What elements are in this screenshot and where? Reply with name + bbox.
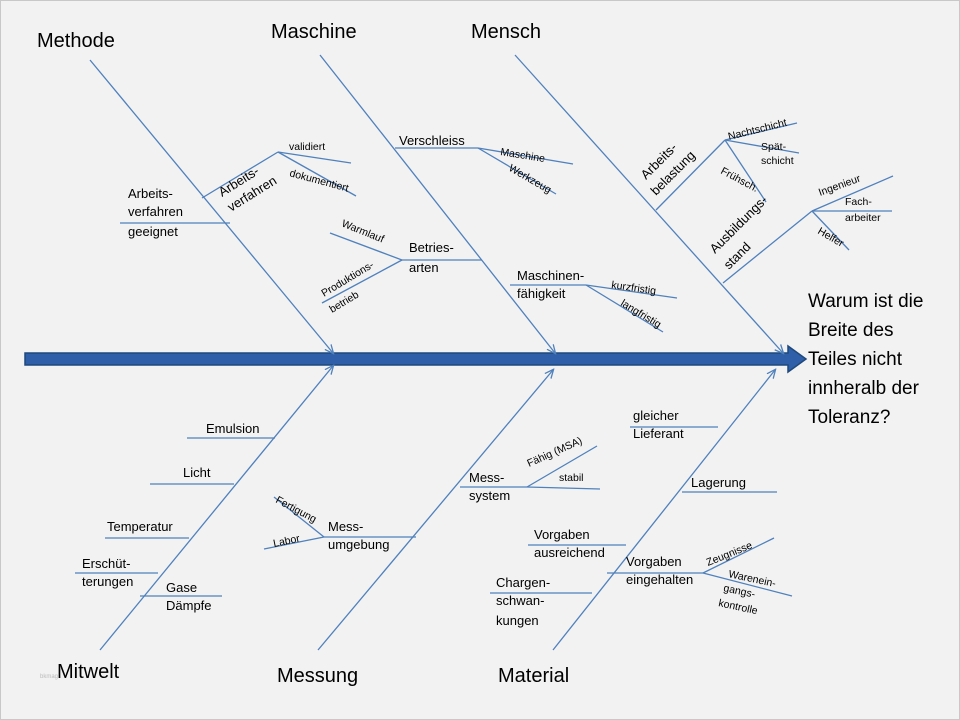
cause-maschine-sub: Maschine <box>500 146 546 165</box>
effect-line: Teiles nicht <box>808 349 903 370</box>
cause-nachtschicht: Nachtschicht <box>727 117 788 143</box>
cause-emulsion: Emulsion <box>206 421 259 436</box>
branch-zeugnisse <box>702 537 775 574</box>
branch-arbeitsbelastung <box>655 139 726 211</box>
branch-werkzeug <box>477 147 557 195</box>
cause-betriebsarten: arten <box>409 260 439 275</box>
bone-mensch <box>514 54 783 353</box>
cause-vorgaben-eingehalten: eingehalten <box>626 572 693 587</box>
cause-erschuetterungen: Erschüt- <box>82 556 130 571</box>
cause-licht: Licht <box>183 465 211 480</box>
bone-messung <box>317 370 553 651</box>
cause-messumgebung: umgebung <box>328 537 389 552</box>
cause-erschuetterungen: terungen <box>82 574 133 589</box>
cause-fertigung: Fertigung <box>274 494 319 525</box>
cause-gleicher-lieferant: Lieferant <box>633 426 684 441</box>
effect-line: Breite des <box>808 320 894 341</box>
cause-chargenschwankungen: kungen <box>496 613 539 628</box>
cause-facharbeiter: arbeiter <box>845 212 881 224</box>
cause-validiert: validiert <box>289 141 325 153</box>
category-material: Material <box>498 665 569 687</box>
cause-betriebsarten: Betries- <box>409 240 454 255</box>
branch-arbeitsverfahren <box>201 151 279 199</box>
cause-facharbeiter: Fach- <box>845 196 872 208</box>
effect-line: Warum ist die <box>808 291 923 312</box>
effect-line: innheralb der <box>808 378 920 399</box>
branch-spaetschicht <box>724 139 800 154</box>
branch-ausbildungsstand <box>722 210 813 284</box>
branch-faehig <box>526 445 598 488</box>
cause-temperatur: Temperatur <box>107 519 173 534</box>
cause-vorgaben-ausreichend: ausreichend <box>534 545 605 560</box>
watermark: bkmag <box>40 674 58 680</box>
cause-arbeitsverfahren-geeignet: Arbeits- <box>128 186 173 201</box>
branch-kurzfristig <box>585 284 678 299</box>
cause-faehig: Fähig (MSA) <box>525 435 584 470</box>
cause-dokumentiert: dokumentiert <box>288 167 350 194</box>
branch-wareneingangskontrolle <box>702 572 793 597</box>
bone-material <box>552 370 775 651</box>
effect-line: Toleranz? <box>808 407 890 428</box>
cause-messumgebung: Mess- <box>328 519 363 534</box>
cause-fruehschicht: Frühsch. <box>719 165 761 195</box>
cause-vorgaben-ausreichend: Vorgaben <box>534 527 590 542</box>
bone-maschine <box>319 54 555 353</box>
cause-messsystem: system <box>469 488 510 503</box>
cause-maschinenfaehigkeit: fähigkeit <box>517 286 566 301</box>
cause-helfer: Helfer <box>816 225 847 250</box>
branch-validiert <box>277 151 352 164</box>
cause-arbeitsverfahren-geeignet: verfahren <box>128 204 183 219</box>
branch-helfer <box>811 210 850 251</box>
branch-nachtschicht <box>724 122 798 141</box>
cause-ingenieur: Ingenieur <box>817 172 863 198</box>
cause-gase: Gase <box>166 580 197 595</box>
bone-methode <box>89 59 333 353</box>
cause-kurzfristig: kurzfristig <box>611 279 657 297</box>
category-messung: Messung <box>277 665 358 687</box>
branch-maschine-sub <box>477 147 574 165</box>
cause-lagerung: Lagerung <box>691 475 746 490</box>
cause-werkzeug: Werkzeug <box>507 162 554 196</box>
cause-verschleiss: Verschleiss <box>399 133 465 148</box>
cause-labor: Labor <box>272 533 301 550</box>
cause-vorgaben-eingehalten: Vorgaben <box>626 554 682 569</box>
category-mitwelt: Mitwelt <box>57 661 120 683</box>
spine-arrow <box>24 344 808 374</box>
cause-zeugnisse: Zeugnisse <box>705 539 755 568</box>
branch-produktionsbetrieb <box>321 259 403 304</box>
cause-chargenschwankungen: schwan- <box>496 593 544 608</box>
category-maschine: Maschine <box>271 21 357 43</box>
branch-fruehschicht <box>724 139 767 203</box>
cause-spaetschicht: Spät- <box>761 141 787 153</box>
cause-chargenschwankungen: Chargen- <box>496 575 550 590</box>
branch-warmlauf <box>329 232 403 261</box>
category-mensch: Mensch <box>471 21 541 43</box>
cause-langfristig: langfristig <box>618 297 663 331</box>
branch-dokumentiert <box>277 151 357 197</box>
cause-stabil: stabil <box>559 472 584 484</box>
cause-warmlauf: Warmlauf <box>340 218 386 246</box>
branch-stabil <box>526 486 601 490</box>
cause-arbeitsverfahren-geeignet: geeignet <box>128 224 178 239</box>
cause-messsystem: Mess- <box>469 470 504 485</box>
branch-labor <box>263 536 325 550</box>
branch-ingenieur <box>811 175 894 212</box>
bone-mitwelt <box>99 366 333 651</box>
branch-langfristig <box>585 284 664 333</box>
effect-question: Warum ist die Breite des Teiles nicht in… <box>808 291 923 428</box>
category-methode: Methode <box>37 30 115 52</box>
cause-maschinenfaehigkeit: Maschinen- <box>517 268 584 283</box>
cause-spaetschicht: schicht <box>761 155 794 167</box>
branch-fertigung <box>273 496 325 538</box>
cause-gase: Dämpfe <box>166 598 212 613</box>
cause-gleicher-lieferant: gleicher <box>633 408 679 423</box>
